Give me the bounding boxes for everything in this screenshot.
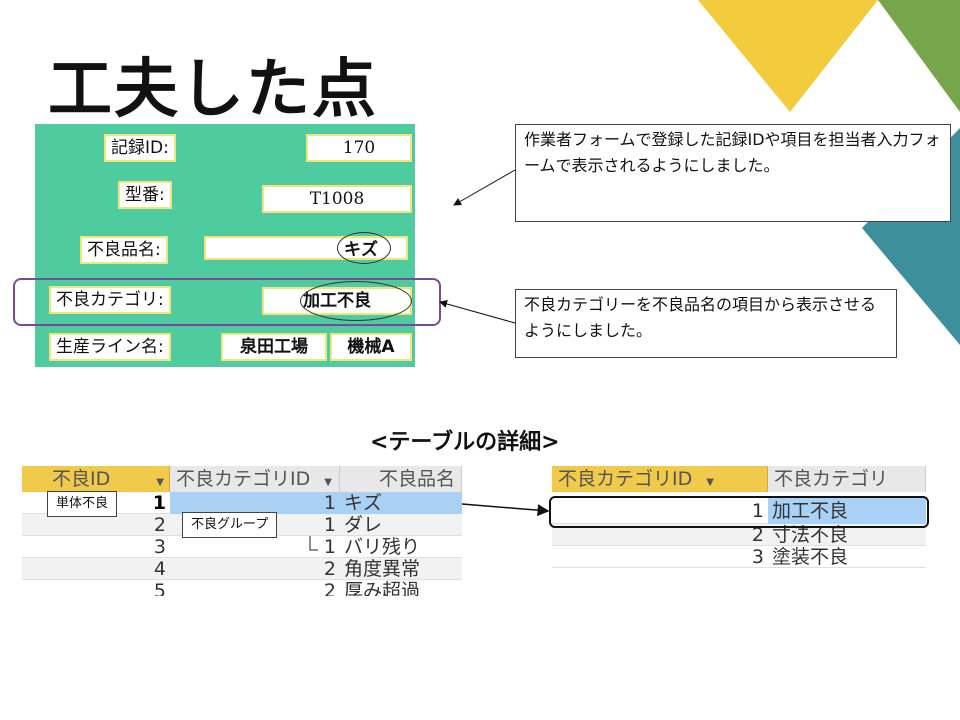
id-cell[interactable]: 1 <box>751 500 764 522</box>
left-table: 不良ID ▼ 不良カテゴリID ▼ 不良品名 1 1 キズ 2 1 ダレ 3 1… <box>22 466 462 596</box>
column-header[interactable]: 不良カテゴリID ▼ <box>170 466 340 492</box>
name-cell[interactable]: ダレ <box>344 514 383 536</box>
line-label: 生産ライン名: <box>49 333 171 361</box>
id-cell[interactable]: 5 <box>153 580 166 596</box>
category-cell[interactable]: 1 <box>323 536 336 558</box>
chevron-down-icon[interactable]: ▼ <box>324 477 332 488</box>
defect-name-label: 不良品名: <box>80 236 168 264</box>
name-cell[interactable]: 厚み超過 <box>344 580 421 596</box>
table-row[interactable]: 5 2 厚み超過 <box>22 580 462 596</box>
defect-category-label: 不良カテゴリ: <box>49 286 171 314</box>
selected-row-outline <box>549 496 929 528</box>
column-header[interactable]: 不良ID ▼ <box>22 466 170 492</box>
id-cell[interactable]: 3 <box>153 536 166 558</box>
model-field[interactable]: T1008 <box>262 185 412 213</box>
table-row[interactable]: 3 塗装不良 <box>552 546 926 568</box>
column-header[interactable]: 不良カテゴリID ▼ <box>552 466 768 492</box>
right-table: 不良カテゴリID ▼ 不良カテゴリ 1 加工不良 2 寸法不良 3 塗装不良 <box>552 466 926 580</box>
chevron-down-icon[interactable]: ▼ <box>706 477 714 488</box>
column-header-label: 不良カテゴリID <box>558 468 693 490</box>
highlight-oval <box>337 232 391 264</box>
column-header-label: 不良カテゴリID <box>176 468 311 490</box>
column-header[interactable]: 不良品名 <box>340 466 462 492</box>
name-cell[interactable]: 角度異常 <box>344 558 421 580</box>
highlight-oval <box>300 281 412 321</box>
callout-2: 不良カテゴリーを不良品名の項目から表示させるようにしました。 <box>515 289 897 358</box>
table-row[interactable]: 2 寸法不良 <box>552 524 926 546</box>
single-defect-note: 単体不良 <box>47 491 118 517</box>
category-cell[interactable]: 1 <box>170 492 340 514</box>
category-cell[interactable]: 1 <box>323 514 336 536</box>
name-cell[interactable]: キズ <box>340 492 462 514</box>
column-header[interactable]: 不良カテゴリ <box>768 466 926 492</box>
name-cell[interactable]: 塗装不良 <box>772 546 849 568</box>
callout-1: 作業者フォームで登録した記録IDや項目を担当者入力フォームで表示されるようにしま… <box>515 124 951 222</box>
name-cell[interactable]: 加工不良 <box>768 498 926 524</box>
id-cell[interactable]: 3 <box>751 546 764 568</box>
line-field-2[interactable]: 機械A <box>330 333 412 361</box>
defect-group-note: 不良グループ <box>182 512 278 538</box>
model-label: 型番: <box>118 181 172 209</box>
table-row[interactable]: 1 加工不良 <box>552 498 926 524</box>
id-cell[interactable]: 4 <box>153 558 166 580</box>
category-cell[interactable]: 2 <box>323 580 336 596</box>
column-header-label: 不良ID <box>52 468 111 490</box>
table-row[interactable]: 3 1 バリ残り <box>22 536 462 558</box>
column-header-label: 不良品名 <box>378 468 455 490</box>
record-id-label: 記録ID: <box>104 134 176 162</box>
chevron-down-icon[interactable]: ▼ <box>156 477 164 488</box>
table-row[interactable]: 4 2 角度異常 <box>22 558 462 580</box>
column-header-label: 不良カテゴリ <box>774 468 889 490</box>
section-subtitle: <テーブルの詳細> <box>370 430 560 455</box>
line-field-1[interactable]: 泉田工場 <box>221 333 327 361</box>
record-id-field[interactable]: 170 <box>306 134 412 162</box>
id-cell[interactable]: 1 <box>152 492 166 514</box>
id-cell[interactable]: 2 <box>751 524 764 546</box>
name-cell[interactable]: バリ残り <box>344 536 421 558</box>
page-title: 工夫した点 <box>48 53 378 127</box>
name-cell[interactable]: 寸法不良 <box>772 524 849 546</box>
category-cell[interactable]: 2 <box>323 558 336 580</box>
id-cell[interactable]: 2 <box>153 514 166 536</box>
table-row[interactable]: 1 1 キズ <box>22 492 462 514</box>
